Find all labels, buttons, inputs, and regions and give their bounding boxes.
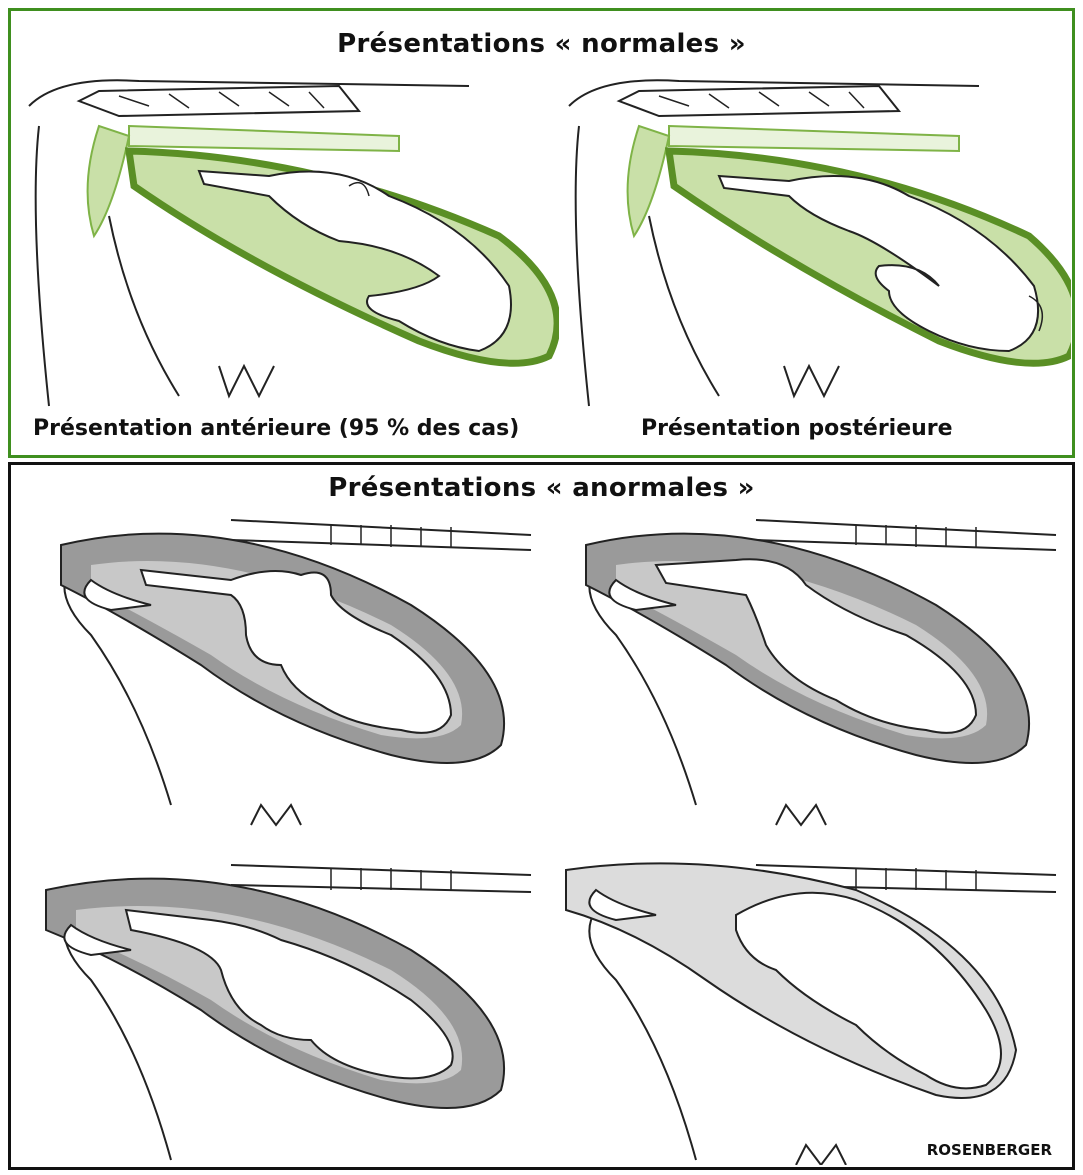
abnormal-presentation-4-illustration <box>556 850 1066 1165</box>
abnormal-presentations-title: Présentations « anormales » <box>11 473 1072 503</box>
anterior-presentation-illustration <box>19 66 559 411</box>
abnormal-presentations-panel: Présentations « anormales » <box>8 462 1075 1170</box>
posterior-presentation-caption: Présentation postérieure <box>641 416 953 441</box>
normal-presentations-panel: Présentations « normales » Présentati <box>8 8 1075 458</box>
posterior-presentation-illustration <box>559 66 1071 411</box>
anterior-presentation-caption: Présentation antérieure (95 % des cas) <box>33 416 519 441</box>
illustration-credit: ROSENBERGER <box>927 1141 1052 1159</box>
abnormal-presentation-3-illustration <box>31 850 541 1165</box>
abnormal-presentation-1-illustration <box>31 505 541 835</box>
normal-presentations-title: Présentations « normales » <box>11 29 1072 59</box>
abnormal-presentation-2-illustration <box>556 505 1066 835</box>
